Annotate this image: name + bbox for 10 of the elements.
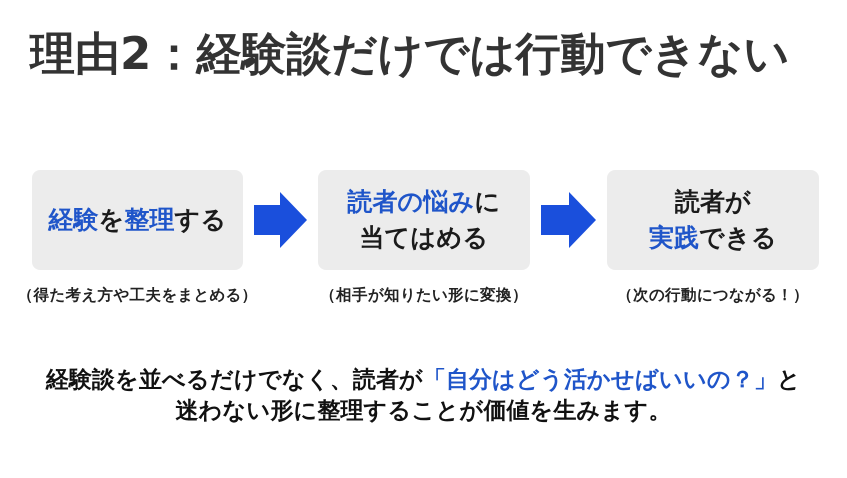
title: 理由2：経験談だけでは行動できない [30,26,790,82]
node-label: （次の行動につながる！） [616,285,810,305]
note-text: 経験談を並べるだけでなく、読者が「自分はどう活かせばいいの？」と迷わない形に整理することが価値を生みます。 [44,366,802,426]
arrow [254,192,307,248]
process-box: 読者の悩みに当てはめる [318,170,530,270]
node-label: （得た考え方や工夫をまとめる） [16,285,258,305]
arrow [541,192,596,248]
process-box: 経験を整理する [32,170,243,270]
process-box: 読者が実践できる [607,170,819,270]
node-label: （相手が知りたい形に変換） [319,285,529,305]
